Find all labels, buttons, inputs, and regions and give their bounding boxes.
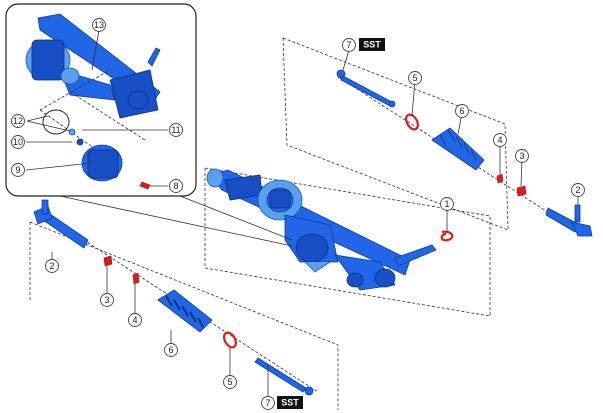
- svg-text:6: 6: [168, 345, 173, 355]
- callout-1: 1: [440, 197, 454, 211]
- callout-4-left: 4: [128, 313, 142, 327]
- svg-text:6: 6: [459, 106, 464, 116]
- boot-clamp-upper: [405, 113, 419, 131]
- callout-10: 10: [11, 135, 25, 149]
- inset-washer: [68, 128, 76, 136]
- nut-upper-3: [516, 185, 527, 197]
- svg-text:2: 2: [49, 261, 54, 271]
- svg-text:9: 9: [15, 165, 20, 175]
- svg-text:7: 7: [346, 40, 351, 50]
- svg-text:4: 4: [132, 315, 137, 325]
- steering-gear-assembly: [206, 168, 437, 291]
- callout-5-right: 5: [408, 71, 422, 85]
- callout-4-right: 4: [493, 133, 507, 147]
- callout-6-left: 6: [164, 343, 178, 357]
- boot-lower: [157, 289, 213, 333]
- svg-text:7: 7: [265, 398, 270, 408]
- tie-rod-lower: [254, 357, 314, 396]
- svg-text:1: 1: [444, 199, 449, 209]
- svg-text:13: 13: [94, 20, 104, 30]
- callout-11: 11: [169, 123, 183, 137]
- sst-badge-top: SST: [359, 38, 385, 51]
- svg-text:11: 11: [171, 125, 180, 135]
- tie-rod-end-right: [545, 204, 593, 237]
- right-guide-box: [204, 167, 491, 317]
- tie-rod-end-left: [33, 199, 89, 249]
- upper-right-guide-box: [282, 37, 509, 231]
- callout-6-right: 6: [455, 104, 469, 118]
- inset-sensor-cover: [81, 144, 123, 182]
- inset-clip: [139, 181, 151, 190]
- boot-clamp-lower: [223, 331, 237, 349]
- svg-text:5: 5: [227, 377, 232, 387]
- callout-3-left: 3: [100, 293, 114, 307]
- boot-upper: [431, 127, 485, 171]
- inset-o-ring: [42, 109, 70, 135]
- svg-text:3: 3: [104, 295, 109, 305]
- svg-text:8: 8: [173, 181, 178, 191]
- svg-text:2: 2: [575, 185, 580, 195]
- sst-badge-bottom: SST: [277, 396, 303, 409]
- nut-lower-3: [103, 255, 113, 267]
- clip-upper-4: [496, 173, 504, 184]
- inset-pointer: [59, 195, 293, 247]
- callout-9: 9: [11, 163, 25, 177]
- lower-left-axis: [49, 217, 319, 393]
- clip-lower-4: [132, 272, 140, 285]
- svg-text:5: 5: [412, 73, 417, 83]
- callout-8: 8: [169, 179, 183, 193]
- svg-text:4: 4: [497, 135, 502, 145]
- callout-12: 12: [11, 114, 25, 128]
- inset-bolt: [76, 138, 84, 146]
- snap-ring-1: [440, 230, 454, 242]
- inset-gear-assembly: [25, 13, 161, 166]
- svg-text:SST: SST: [281, 398, 299, 408]
- svg-text:10: 10: [13, 137, 23, 147]
- callout-2-left: 2: [45, 259, 59, 273]
- callout-13: 13: [92, 18, 106, 32]
- callout-3-right: 3: [515, 149, 529, 163]
- svg-text:12: 12: [13, 116, 23, 126]
- svg-text:SST: SST: [363, 40, 381, 50]
- callout-5-left: 5: [223, 375, 237, 389]
- lower-left-guide-box: [29, 221, 339, 410]
- callout-7-bottom: 7: [261, 396, 275, 410]
- tie-rod-upper: [336, 69, 396, 108]
- svg-text:3: 3: [519, 151, 524, 161]
- callout-2-right: 2: [571, 183, 585, 197]
- callout-7-top: 7: [342, 38, 356, 52]
